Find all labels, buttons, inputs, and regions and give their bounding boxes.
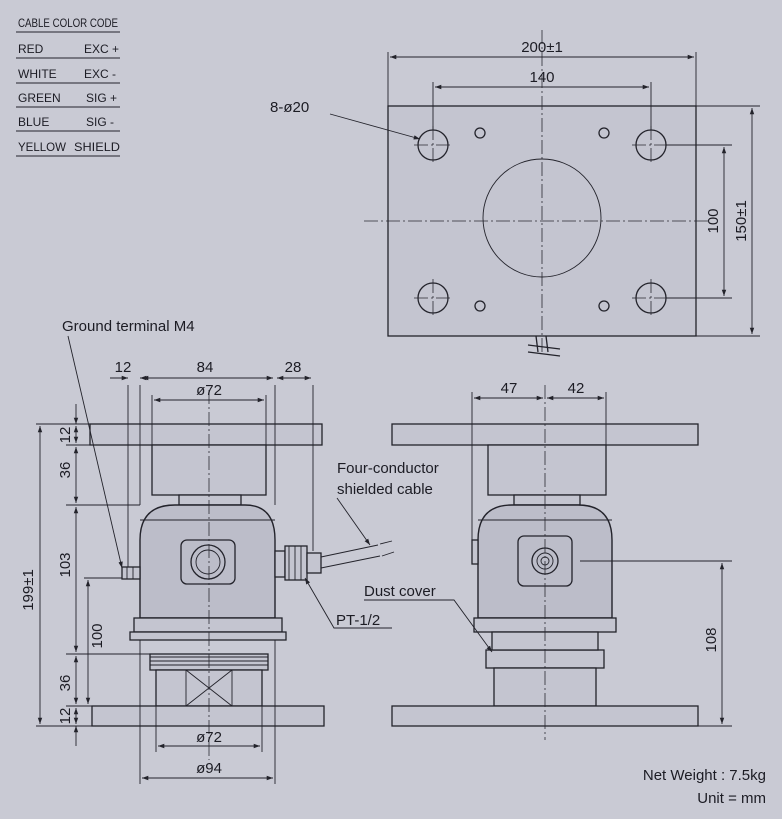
ground-terminal-label: Ground terminal M4 [62, 318, 195, 335]
top-view: 200±1 140 100 150±1 8-ø20 [270, 30, 760, 357]
dust-cover-label: Dust cover [364, 583, 436, 600]
cable-code-exc-plus: EXC + [84, 42, 119, 56]
dim-12-top: 12 [115, 359, 132, 376]
dim-42: 42 [568, 380, 585, 397]
side-view: 47 42 Dust cover 108 [364, 380, 732, 740]
thread-label: PT-1/2 [336, 612, 380, 629]
cable-label-line1: Four-conductor [337, 460, 439, 477]
cable-code-sig-minus: SIG - [86, 115, 114, 129]
cable-color-white: WHITE [18, 67, 57, 81]
dim-dia-72-bottom: ø72 [196, 729, 222, 746]
unit-note: Unit = mm [697, 790, 766, 807]
cable-code-sig-plus: SIG + [86, 91, 117, 105]
front-load-cell-body [139, 504, 276, 619]
dim-140: 140 [529, 69, 554, 86]
cable-color-blue: BLUE [18, 115, 49, 129]
front-base-plate [91, 705, 325, 727]
side-upper-block [487, 444, 607, 496]
dim-103: 103 [57, 552, 74, 577]
dim-36-v-bottom: 36 [57, 675, 74, 692]
dim-12-v-bottom: 12 [57, 708, 74, 725]
hole-callout: 8-ø20 [270, 99, 309, 116]
cable-code-shield: SHIELD [74, 140, 120, 154]
cable-table-header: CABLE COLOR CODE [18, 16, 118, 30]
cable-code-exc-minus: EXC - [84, 67, 116, 81]
cable-color-red: RED [18, 42, 44, 56]
dim-84: 84 [197, 359, 214, 376]
dim-100-front: 100 [89, 623, 106, 648]
dim-36-v-top: 36 [57, 462, 74, 479]
dim-199: 199±1 [20, 569, 37, 611]
dim-108: 108 [703, 627, 720, 652]
front-view: 12 84 28 ø72 Ground terminal M4 199±1 12… [20, 318, 439, 784]
dim-12-v-top: 12 [57, 427, 74, 444]
cable-color-table: CABLE COLOR CODE RED EXC + WHITE EXC - G… [16, 16, 120, 157]
dim-150: 150±1 [733, 200, 750, 242]
cable-color-green: GREEN [18, 91, 61, 105]
cable-color-yellow: YELLOW [18, 140, 67, 154]
dim-100-holes: 100 [705, 208, 722, 233]
dim-dia-94: ø94 [196, 760, 222, 777]
cable-label-line2: shielded cable [337, 481, 433, 498]
dim-28: 28 [285, 359, 302, 376]
net-weight: Net Weight : 7.5kg [643, 767, 766, 784]
dim-dia-72-top: ø72 [196, 382, 222, 399]
dim-200: 200±1 [521, 39, 563, 56]
dim-47: 47 [501, 380, 518, 397]
center-boss-outline [482, 158, 602, 278]
front-top-plate [89, 423, 323, 446]
